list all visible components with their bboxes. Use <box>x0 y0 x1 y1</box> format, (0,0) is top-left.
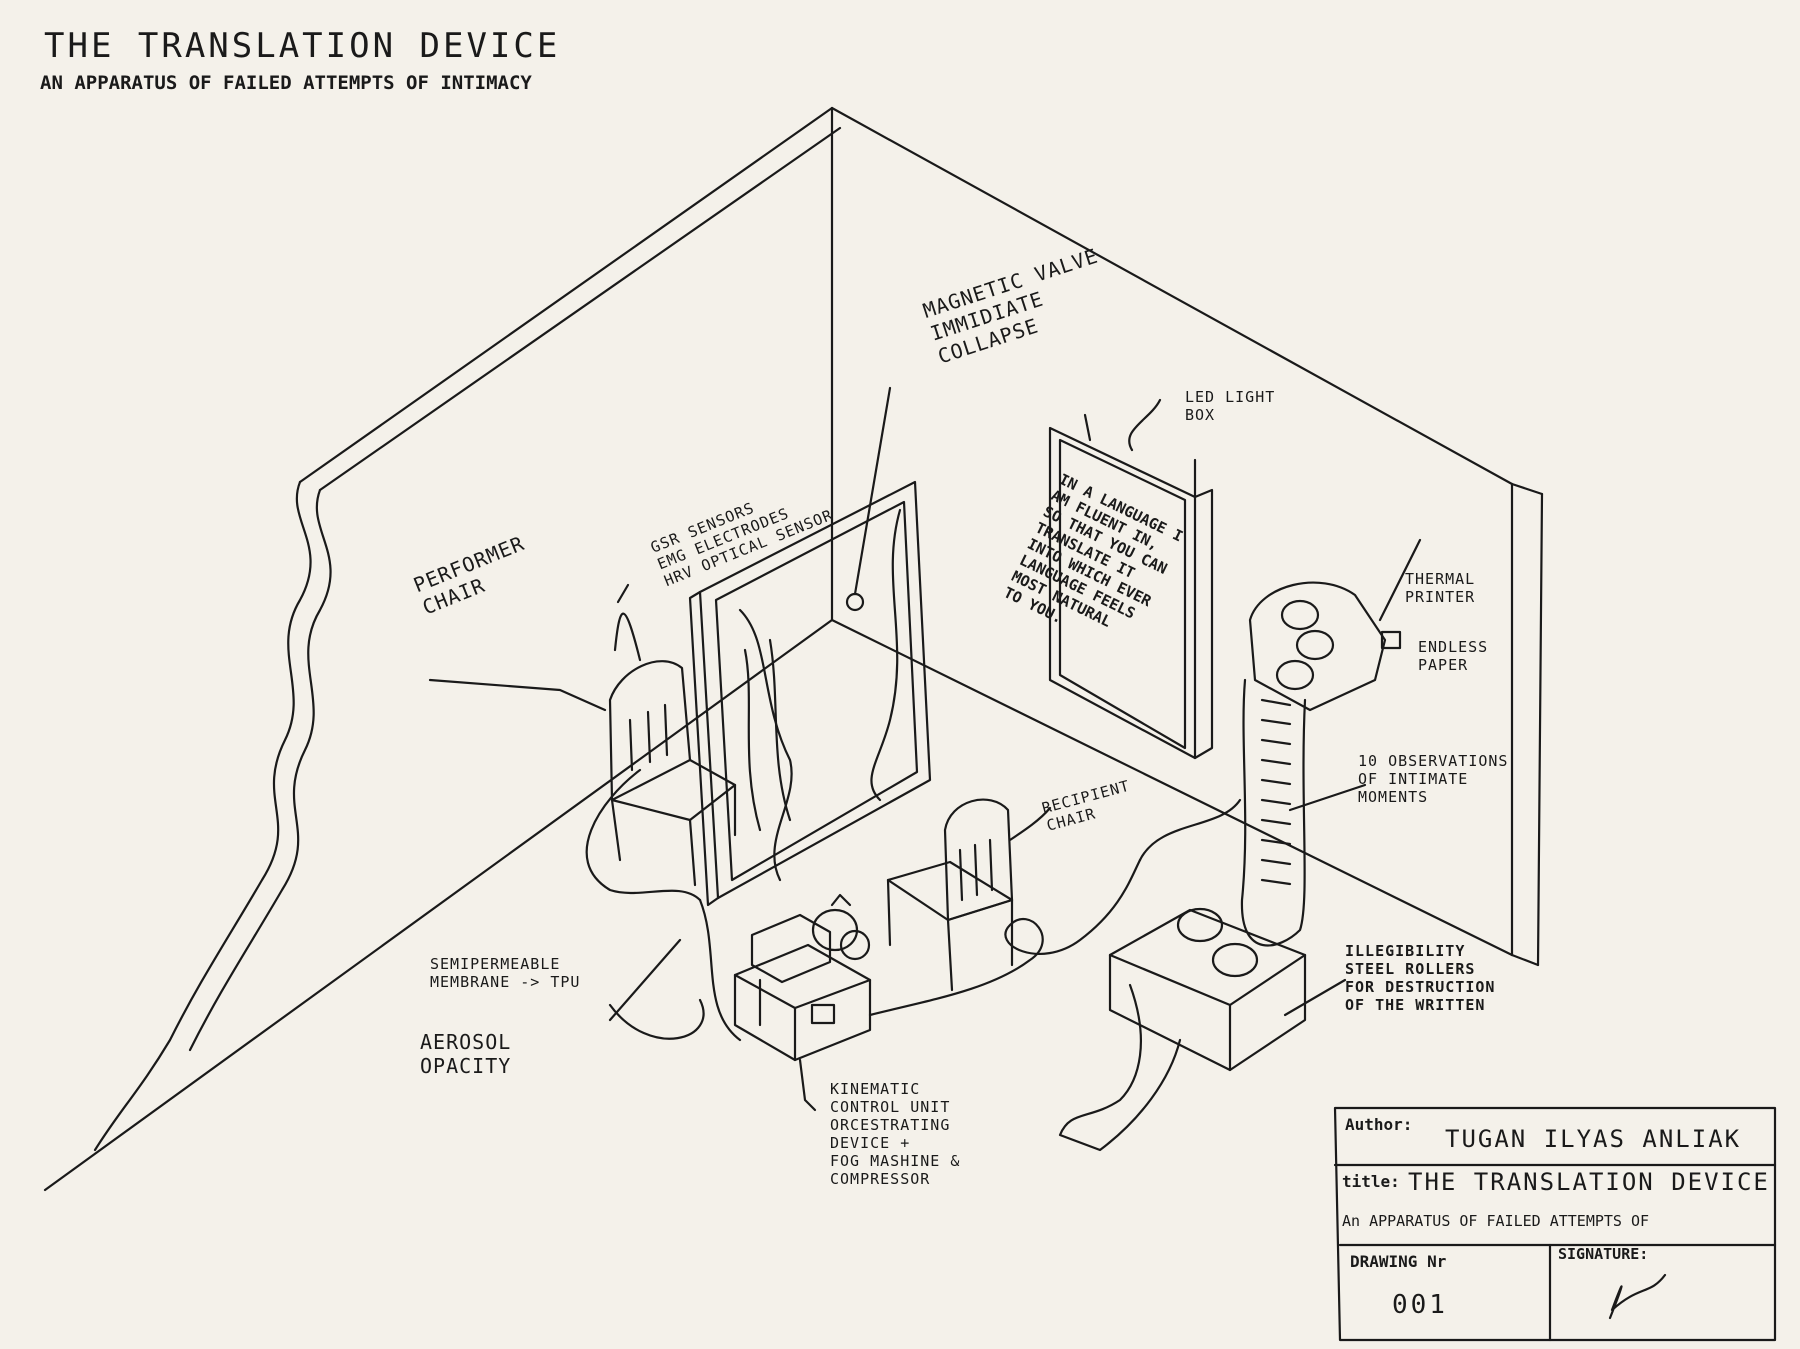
steel-rollers-unit <box>1058 907 1307 1152</box>
author-value: TUGAN ILYAS ANLIAK <box>1445 1125 1742 1153</box>
author-label: Author: <box>1345 1115 1413 1134</box>
membrane-frame <box>688 480 932 907</box>
drawing-label: DRAWING Nr <box>1350 1252 1447 1271</box>
kinematic-control-unit <box>733 893 872 1062</box>
room-walls <box>43 106 1544 1192</box>
led-light-box <box>1048 398 1214 760</box>
label-kinematic: KINEMATIC CONTROL UNIT ORCESTRATING DEVI… <box>830 1080 961 1188</box>
label-observations: 10 OBSERVATIONS OF INTIMATE MOMENTS <box>1358 752 1509 806</box>
leader-lines <box>428 538 1422 1112</box>
drawing-value: 001 <box>1392 1290 1448 1320</box>
label-endless-paper: ENDLESS PAPER <box>1418 638 1489 674</box>
label-steel-rollers: ILLEGIBILITY STEEL ROLLERS FOR DESTRUCTI… <box>1345 942 1496 1014</box>
magnetic-valve-icon <box>845 592 865 612</box>
title-line-2: An APPARATUS OF FAILED ATTEMPTS OF <box>1342 1212 1650 1230</box>
endless-paper <box>1240 678 1307 947</box>
label-led-light-box: LED LIGHT BOX <box>1185 388 1276 424</box>
title-label: title: <box>1342 1172 1400 1191</box>
recipient-chair <box>886 798 1014 992</box>
label-thermal-printer: THERMAL PRINTER <box>1405 570 1476 606</box>
title-block-frame <box>1333 1106 1777 1342</box>
title-line-1: THE TRANSLATION DEVICE <box>1408 1168 1770 1196</box>
cables <box>585 768 1242 1042</box>
signature-label: SIGNATURE: <box>1558 1245 1649 1263</box>
valve-leader <box>853 386 892 596</box>
label-membrane: SEMIPERMEABLE MEMBRANE -> TPU <box>430 955 581 991</box>
page-subtitle: AN APPARATUS OF FAILED ATTEMPTS OF INTIM… <box>40 72 532 94</box>
page-title: THE TRANSLATION DEVICE <box>44 26 561 66</box>
thermal-printer <box>1248 581 1402 712</box>
performer-chair <box>608 660 737 887</box>
label-aerosol: AEROSOL OPACITY <box>420 1030 512 1078</box>
